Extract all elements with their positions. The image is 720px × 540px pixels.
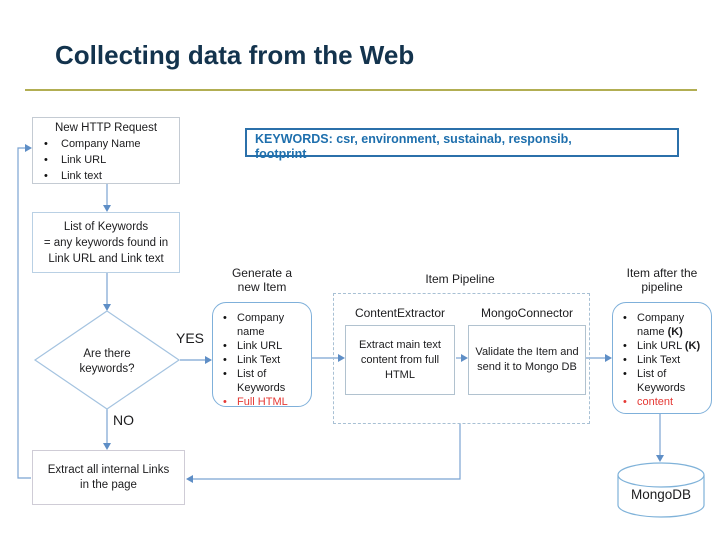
decision-line1: Are there [83,348,131,360]
generated-item-list: Company name Link URL Link Text List of … [213,311,311,409]
extract-links-box: Extract all internal Links in the page [32,450,185,505]
list-item: Link text [33,168,179,184]
list-item: List of Keywords [213,367,311,395]
keywords-note: KEYWORDS: csr, environment, sustainab, r… [255,132,685,162]
http-request-list: Company Name Link URL Link text [33,136,179,184]
list-item: Link URL (K) [613,339,711,353]
mongo-connector-label: MongoConnector [480,306,574,320]
list-item: Link URL [33,152,179,168]
list-item: Link Text [213,353,311,367]
connector-decision-no [103,409,111,450]
keywords-note-line1: KEYWORDS: csr, environment, sustainab, r… [255,132,572,146]
title-divider [25,89,697,91]
list-item: List of Keywords [613,367,711,395]
extract-links-line1: Extract all internal Links [47,463,170,476]
item-pipeline-label: Item Pipeline [425,272,495,286]
item-key-flag: (K) [684,340,701,352]
item-after-pipeline-box: Company name (K) Link URL (K) Link Text … [612,302,712,414]
http-request-title: New HTTP Request [54,122,158,134]
connector-http-to-list [103,184,111,212]
item-after-list: Company name (K) Link URL (K) Link Text … [613,311,711,409]
decision-line2: keywords? [79,363,135,375]
keywords-list-line1: List of Keywords [63,220,149,233]
list-item-highlight: Full HTML [213,395,311,409]
item-key-flag: (K) [667,326,683,338]
content-extractor-box: Extract main text content from full HTML [345,325,455,395]
connector-pipeline-to-extract-links [186,423,461,483]
keywords-list-line3: Link URL and Link text [48,252,164,265]
keywords-list-box: List of Keywords = any keywords found in… [32,212,180,273]
item-after-label-line1: Item after the [626,266,698,280]
list-item: Company name [213,311,311,339]
generate-item-label-line2: new Item [237,280,287,294]
keywords-note-border [245,128,679,157]
keywords-list-line2: = any keywords found in [43,236,169,249]
connector-list-to-decision [103,273,111,311]
page-title: Collecting data from the Web [55,40,415,70]
content-extractor-label: ContentExtractor [354,306,446,320]
keywords-note-line2: footprint [255,147,307,161]
list-item: Link URL [213,339,311,353]
item-after-label-line2: pipeline [641,280,683,294]
mongo-connector-box: Validate the Item and send it to Mongo D… [468,325,586,395]
generate-item-label-line1: Generate a [231,266,293,280]
list-item: Company name (K) [613,311,711,339]
generated-item-box: Company name Link URL Link Text List of … [212,302,312,409]
list-item: Link Text [613,353,711,367]
extract-links-line2: in the page [80,478,137,491]
yes-branch-label: YES [176,330,205,346]
item-after-pipeline-label: Item after the pipeline [610,266,714,294]
mongodb-label: MongoDB [630,487,692,502]
generate-item-label: Generate a new Item [210,266,314,294]
item-text: Company name [637,312,685,338]
connector-item-after-to-db [656,414,664,462]
item-text: Link URL [637,340,685,352]
http-request-box: New HTTP Request Company Name Link URL L… [32,117,180,184]
decision-text: Are there keywords? [57,347,157,377]
connector-decision-yes [180,356,212,364]
connector-extract-links-to-http [17,144,32,479]
list-item-highlight: content [613,395,711,409]
list-item: Company Name [33,136,179,152]
no-branch-label: NO [113,412,134,428]
